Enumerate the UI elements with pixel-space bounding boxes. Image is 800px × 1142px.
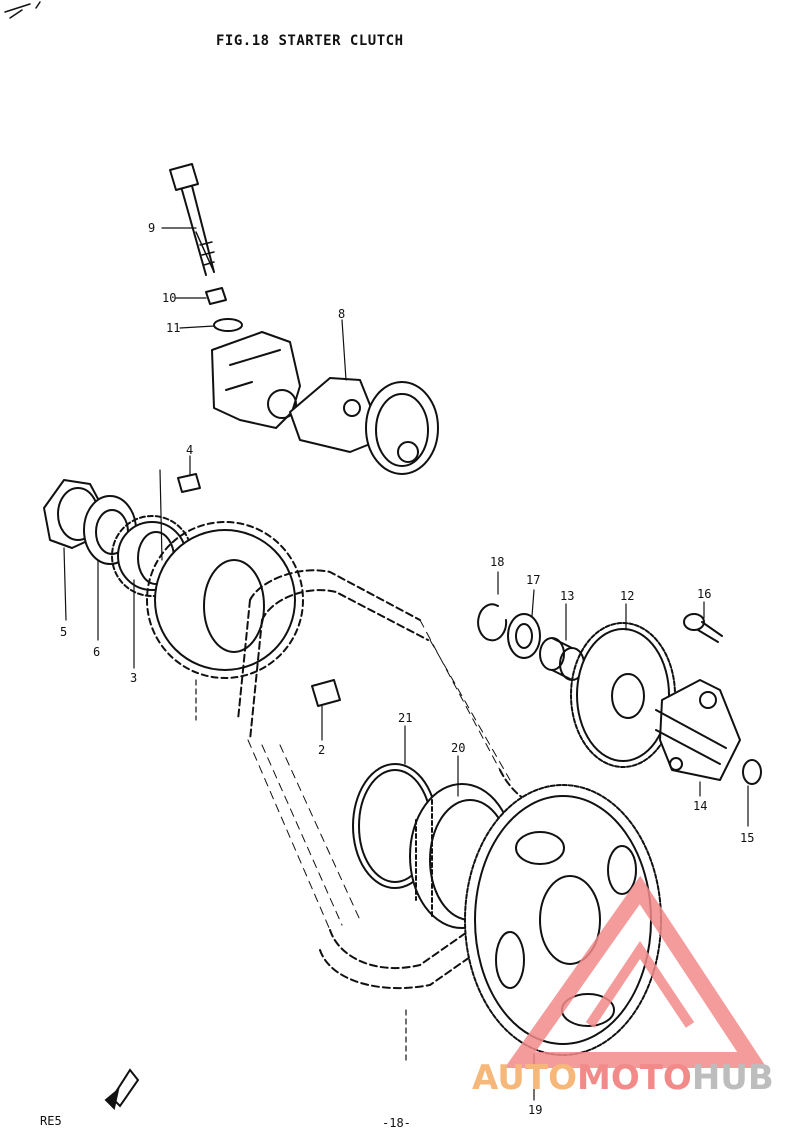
callout-12: 12 [620,589,635,603]
part-10-nut [205,287,227,305]
part-2-key [311,679,341,707]
watermark-text: AUTOMOTOHUB [472,1058,774,1098]
leader-lines [63,227,749,1101]
part-sprocket-large [146,521,304,679]
callout-15: 15 [740,831,755,845]
callout-20: 20 [451,741,466,755]
callout-21: 21 [398,711,413,725]
part-11-washer [213,318,243,332]
part-4-key [177,473,201,493]
callout-3: 3 [130,671,138,685]
page-number: -18- [382,1116,411,1130]
arrow-mark [104,1068,140,1110]
part-19-gear [464,784,662,1056]
callout-2: 2 [318,743,326,757]
callout-14: 14 [693,799,708,813]
part-1-chain [237,569,546,989]
callout-18: 18 [490,555,505,569]
part-12-gear [570,622,676,768]
scan-mark [4,1,41,19]
watermark-text-hub: HUB [691,1058,774,1098]
part-15-circlip [742,759,762,785]
part-9-bolt [169,163,215,276]
callout-6: 6 [93,645,101,659]
part-16-screw [683,613,723,643]
callout-9: 9 [148,221,156,235]
callout-5: 5 [60,625,68,639]
part-17-washer [507,613,541,659]
callout-4: 4 [186,443,194,457]
part-8-tensioner [211,331,439,475]
watermark-text-auto: AUTO [472,1058,577,1098]
callout-19: 19 [528,1103,543,1117]
callout-8: 8 [338,307,346,321]
figure-title: FIG.18 STARTER CLUTCH [216,33,404,49]
chain-guide-lines [247,619,511,931]
part-18-circlip [477,603,508,642]
callout-11: 11 [166,321,181,335]
footer-code: RE5 [40,1114,62,1128]
callout-16: 16 [697,587,712,601]
callout-13: 13 [560,589,575,603]
part-14-shaft [655,679,741,781]
watermark-logo-mark [504,875,767,1068]
callout-10: 10 [162,291,177,305]
watermark-text-moto: MOTO [576,1058,692,1098]
callout-17: 17 [526,573,541,587]
